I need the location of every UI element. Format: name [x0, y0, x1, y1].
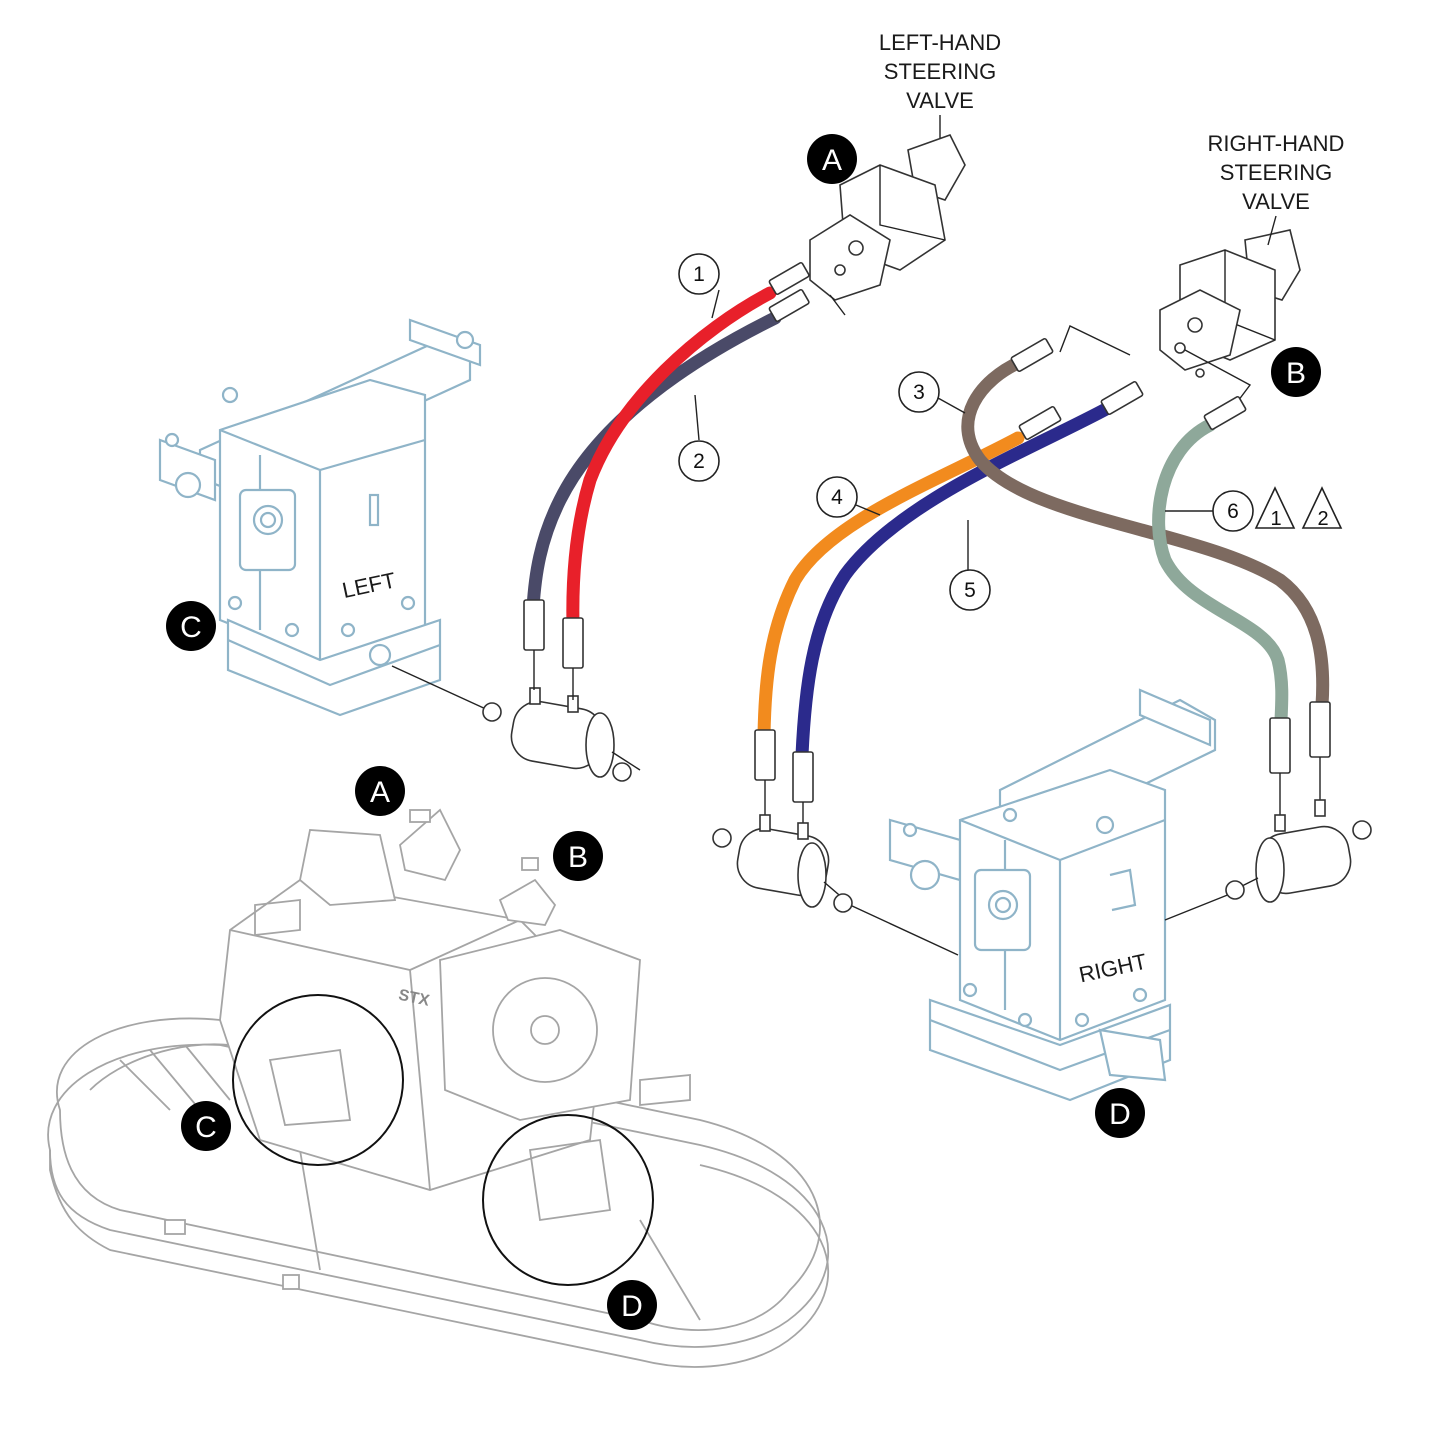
lh-valve-label-line2: STEERING — [884, 59, 996, 84]
hose-4 — [757, 431, 1025, 742]
callout-4-num: 4 — [831, 486, 843, 509]
right-cylinder-right — [1225, 799, 1372, 903]
callout-c-machine — [181, 1101, 231, 1151]
lh-valve-label: LEFT-HAND STEERING VALVE — [879, 30, 1001, 138]
callout-c-top-text: C — [180, 611, 202, 644]
left-gearbox: LEFT — [158, 318, 482, 717]
callout-a-machine — [355, 766, 405, 816]
hose-callouts: 1 2 3 4 5 6 1 2 — [678, 253, 1343, 611]
callout-5-num: 5 — [964, 579, 976, 602]
hose-fittings — [523, 262, 1331, 835]
callout-b-machine — [553, 831, 603, 881]
right-gearbox: RIGHT — [888, 688, 1217, 1102]
lh-valve-label-line1: LEFT-HAND — [879, 30, 1001, 55]
hose-3 — [961, 355, 1330, 712]
callout-b-top-text: B — [1286, 357, 1306, 390]
callout-3 — [898, 371, 940, 413]
callout-d-machine-text: D — [621, 1290, 643, 1323]
callout-1 — [678, 253, 720, 295]
warning-triangle-2 — [1301, 486, 1343, 529]
callout-d-top-text: D — [1109, 1098, 1131, 1131]
hose-6 — [1152, 418, 1289, 727]
callout-6-num: 6 — [1227, 500, 1239, 523]
callout-c-top — [166, 601, 216, 651]
hose-1 — [566, 286, 777, 632]
warning-2-num: 2 — [1317, 508, 1328, 530]
hoses — [526, 286, 1330, 762]
lh-valve-label-line3: VALVE — [906, 88, 974, 113]
brand-label: STX — [397, 987, 431, 1010]
callout-b-machine-text: B — [568, 841, 588, 874]
callout-5 — [949, 569, 991, 611]
callout-2-num: 2 — [693, 450, 705, 473]
warning-triangle-1 — [1254, 486, 1296, 529]
warning-1-num: 1 — [1270, 508, 1281, 530]
callout-1-num: 1 — [693, 263, 705, 286]
rh-valve-label-line1: RIGHT-HAND — [1208, 131, 1345, 156]
detail-circle-c — [232, 994, 404, 1166]
callout-a-top-text: A — [822, 144, 842, 177]
rh-valve-label: RIGHT-HAND STEERING VALVE — [1208, 131, 1345, 246]
rh-valve-label-line2: STEERING — [1220, 160, 1332, 185]
left-hand-steering-valve — [809, 134, 966, 316]
right-cylinder-left — [712, 814, 853, 913]
rh-valve-label-line3: VALVE — [1242, 189, 1310, 214]
right-hand-steering-valve — [1059, 229, 1301, 406]
callout-d-top — [1095, 1088, 1145, 1138]
hose-5 — [795, 401, 1115, 762]
callout-b-top — [1271, 347, 1321, 397]
callout-6 — [1212, 490, 1254, 532]
callout-2 — [678, 440, 720, 482]
callout-d-machine — [607, 1280, 657, 1330]
hose-2 — [526, 311, 782, 615]
callout-c-machine-text: C — [195, 1111, 217, 1144]
callout-a-top — [807, 134, 857, 184]
callout-4 — [816, 476, 858, 518]
callout-a-machine-text: A — [370, 776, 390, 809]
letter-callouts: A B C D A B C D — [166, 134, 1321, 1330]
trowel-machine: STX — [47, 808, 830, 1368]
detail-circle-d — [482, 1114, 654, 1286]
left-cylinder — [482, 687, 641, 782]
callout-3-num: 3 — [913, 381, 925, 404]
